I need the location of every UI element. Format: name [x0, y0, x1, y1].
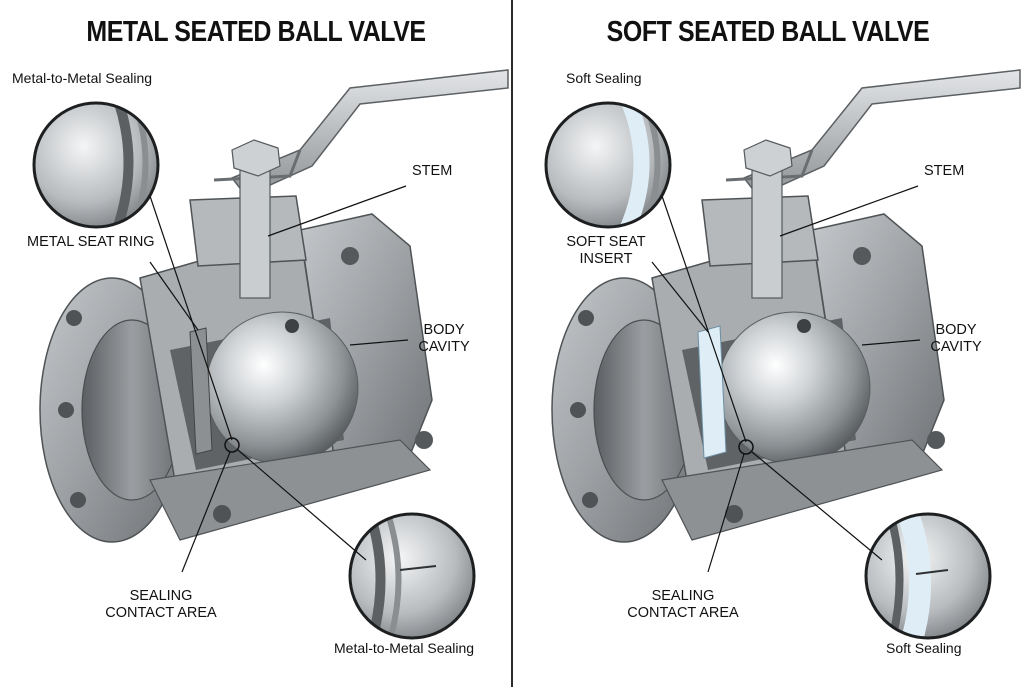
label-contact-line2: CONTACT AREA: [627, 605, 739, 621]
label-sealing-contact: SEALING CONTACT AREA: [618, 588, 748, 622]
label-body-line2: CAVITY: [418, 339, 470, 355]
hex-nut-icon: [743, 139, 793, 177]
panel-metal-seated: METAL SEATED BALL VALVE: [12, 16, 509, 656]
panel-soft-seated: SOFT SEATED BALL VALVE: [512, 0, 1024, 687]
label-sealing-contact: SEALING CONTACT AREA: [96, 588, 226, 622]
label-contact-line1: SEALING: [129, 588, 193, 604]
magnifier-inset-icon: [864, 512, 992, 640]
label-body-cavity: BODY CAVITY: [414, 322, 474, 356]
label-seat-line1: SOFT SEAT: [566, 234, 646, 250]
label-body-line2: CAVITY: [930, 339, 982, 355]
label-body-cavity: BODY CAVITY: [926, 322, 986, 356]
panel-divider: [511, 0, 513, 687]
hex-nut-icon: [231, 139, 281, 177]
panel-title-soft: SOFT SEATED BALL VALVE: [606, 16, 930, 48]
callout-bottom-right: Metal-to-Metal Sealing: [334, 640, 475, 656]
callout-bottom-right: Soft Sealing: [886, 640, 962, 656]
magnifier-inset-icon: [348, 512, 476, 640]
label-seat: METAL SEAT RING: [27, 234, 155, 251]
magnifier-inset-icon: [544, 101, 672, 229]
label-body-line1: BODY: [935, 322, 977, 338]
valve-cutaway-soft-illustration: [544, 69, 1021, 640]
label-stem: STEM: [412, 163, 453, 179]
label-contact-line1: SEALING: [651, 588, 715, 604]
label-seat-line2: INSERT: [579, 251, 633, 267]
valve-cutaway-metal-illustration: [32, 69, 509, 640]
valve-body: [39, 139, 433, 543]
label-seat-line1: METAL SEAT RING: [27, 234, 155, 250]
label-contact-line2: CONTACT AREA: [105, 605, 217, 621]
callout-top-left: Metal-to-Metal Sealing: [12, 70, 153, 86]
magnifier-inset-icon: [32, 101, 160, 229]
label-stem: STEM: [924, 163, 965, 179]
leader-lines: [149, 185, 409, 573]
leader-lines: [651, 185, 921, 573]
label-seat: SOFT SEAT INSERT: [560, 234, 652, 268]
panel-title-metal: METAL SEATED BALL VALVE: [86, 16, 426, 48]
callout-top-left: Soft Sealing: [566, 70, 642, 86]
valve-body: [551, 139, 945, 543]
label-body-line1: BODY: [423, 322, 465, 338]
